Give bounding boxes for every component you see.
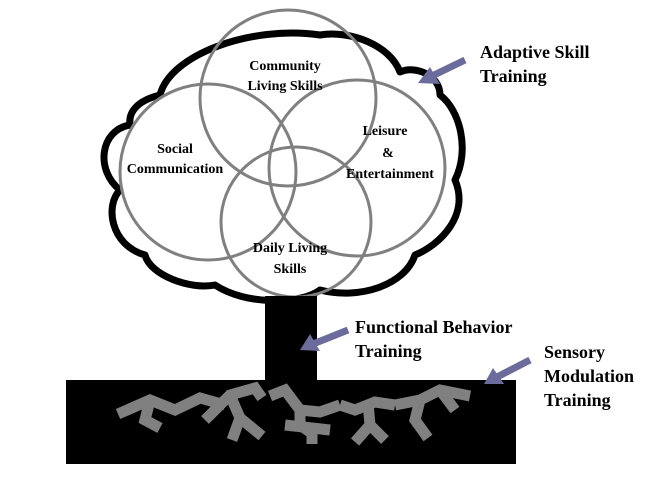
- svg-text:&: &: [382, 146, 394, 161]
- arrow-adaptive-skill: [418, 56, 467, 84]
- sensory-label-line3: Training: [544, 390, 611, 410]
- svg-text:Training: Training: [355, 341, 422, 361]
- svg-text:Modulation: Modulation: [544, 366, 634, 386]
- tree-crown-outline: [100, 29, 466, 305]
- svg-text:Adaptive Skill: Adaptive Skill: [480, 42, 590, 62]
- svg-text:Functional Behavior: Functional Behavior: [355, 317, 513, 337]
- functional-label-line1: Functional Behavior: [355, 317, 513, 337]
- social-label-line2: Communication: [127, 162, 224, 177]
- adaptive-label-line1: Adaptive Skill: [480, 42, 590, 62]
- sensory-label-line2: Modulation: [544, 366, 634, 386]
- svg-text:Social: Social: [157, 142, 193, 157]
- daily-label-line2: Skills: [274, 262, 307, 277]
- leisure-label-line3: Entertainment: [346, 167, 434, 182]
- circle-leisure-entertainment: [267, 78, 447, 258]
- circle-community-living: [198, 8, 378, 188]
- community-label-line1: Community: [249, 59, 321, 74]
- leisure-label-line2: &: [382, 146, 394, 161]
- svg-text:Sensory: Sensory: [544, 342, 605, 362]
- svg-text:Living Skills: Living Skills: [247, 79, 323, 94]
- daily-label-line1: Daily Living: [253, 241, 327, 256]
- roots: [115, 381, 472, 446]
- svg-text:Training: Training: [480, 66, 547, 86]
- svg-text:Training: Training: [544, 390, 611, 410]
- arrow-functional-behavior: [300, 326, 350, 351]
- sensory-label-line1: Sensory: [544, 342, 605, 362]
- svg-text:Entertainment: Entertainment: [346, 167, 434, 182]
- svg-text:Communication: Communication: [127, 162, 224, 177]
- arrow-sensory-modulation: [484, 356, 532, 384]
- leisure-label-line1: Leisure: [363, 124, 408, 139]
- adaptive-label-line2: Training: [480, 66, 547, 86]
- functional-label-line2: Training: [355, 341, 422, 361]
- circle-social-communication: [118, 82, 298, 262]
- svg-text:Skills: Skills: [274, 262, 307, 277]
- svg-text:Community: Community: [249, 59, 321, 74]
- svg-text:Daily Living: Daily Living: [253, 241, 327, 256]
- community-label-line2: Living Skills: [247, 79, 323, 94]
- svg-text:Leisure: Leisure: [363, 124, 408, 139]
- social-label-line1: Social: [157, 142, 193, 157]
